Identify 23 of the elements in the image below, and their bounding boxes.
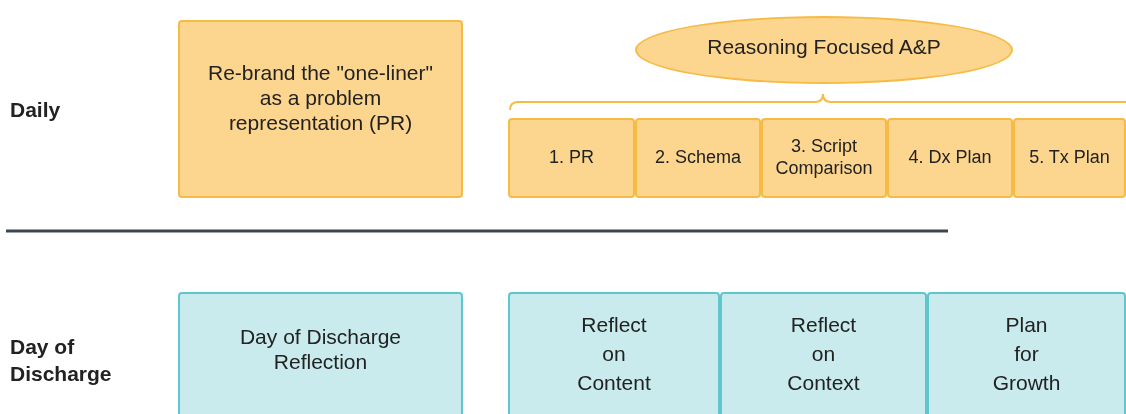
process-box <box>508 118 635 198</box>
node-text: Re-brand the "one-liner" as a problem representation (PR) <box>206 60 434 136</box>
node-text: 1. PR <box>549 147 594 169</box>
process-box <box>927 292 1126 414</box>
process-box <box>635 118 761 198</box>
process-box <box>178 20 463 198</box>
process-box <box>508 292 720 414</box>
process-box <box>178 292 463 414</box>
node-text: Day of Discharge Reflection <box>238 324 403 375</box>
node-text: 5. Tx Plan <box>1029 147 1110 169</box>
node-text: Plan for Growth <box>992 312 1061 396</box>
process-box <box>761 118 887 198</box>
process-box <box>887 118 1013 198</box>
row-label: Day of Discharge <box>10 334 113 388</box>
node-text: 2. Schema <box>654 147 741 169</box>
node-text: 4. Dx Plan <box>908 147 992 169</box>
node-text: Reflect on Content <box>576 312 652 396</box>
node-text: 3. Script Comparison <box>774 136 874 180</box>
row-label: Daily <box>10 97 62 123</box>
process-box <box>1013 118 1126 198</box>
process-box <box>720 292 927 414</box>
node-text: Reflect on Context <box>787 312 860 396</box>
node-text: Reasoning Focused A&P <box>707 34 941 60</box>
